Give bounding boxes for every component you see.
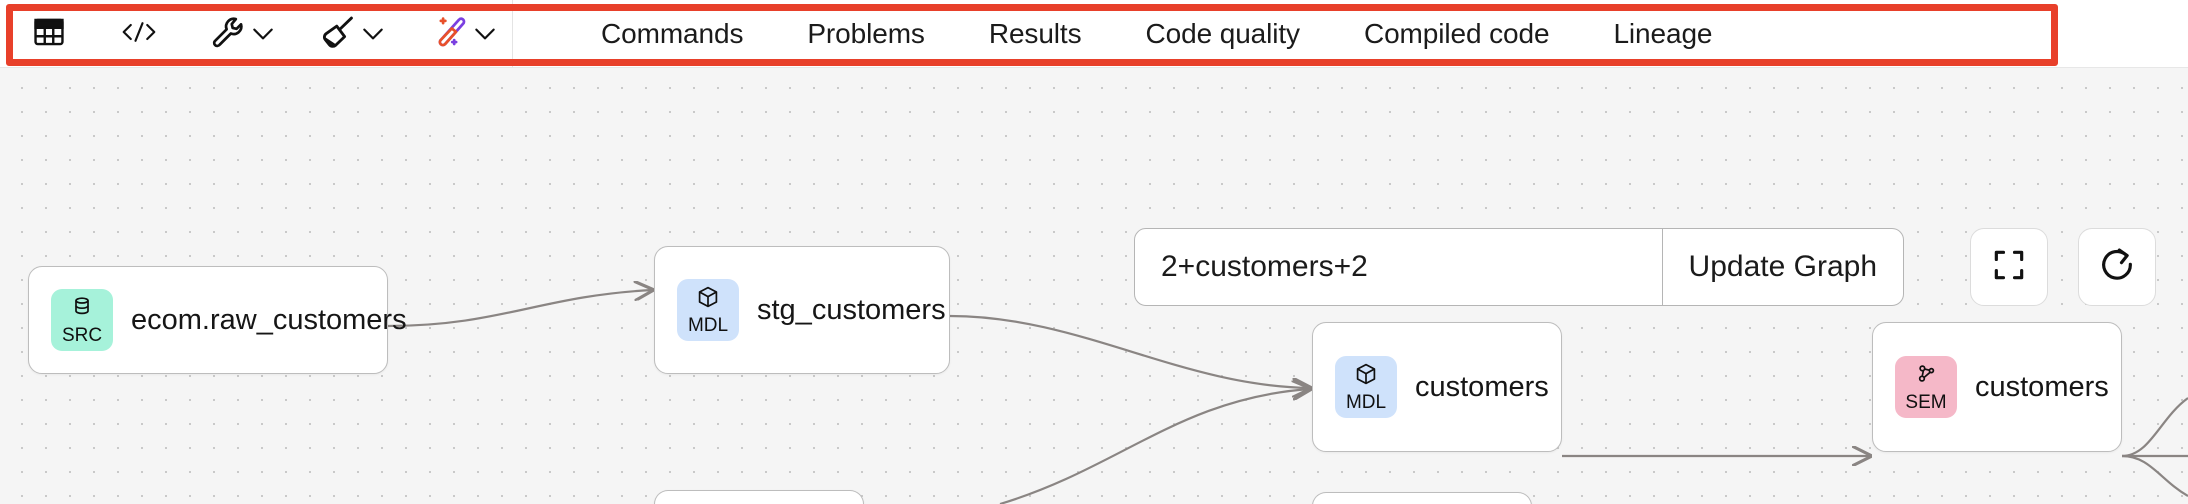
lineage-canvas[interactable]: SRC ecom.raw_customers MDL stg_customers — [0, 68, 2188, 504]
code-icon — [119, 17, 159, 50]
semantic-icon — [1914, 362, 1938, 391]
wrench-chevron-down-icon[interactable] — [248, 11, 278, 57]
tab-code-quality[interactable]: Code quality — [1145, 17, 1301, 49]
node-title: ecom.raw_customers — [131, 303, 407, 336]
code-icon-button[interactable] — [116, 11, 162, 57]
node-title: stg_customers — [757, 293, 946, 326]
node-badge-label: SEM — [1905, 392, 1947, 413]
lineage-node-partial-bottom-right[interactable] — [1312, 492, 1532, 504]
broom-chevron-down-icon[interactable] — [358, 11, 388, 57]
wrench-icon — [210, 14, 246, 53]
magic-chevron-down-icon[interactable] — [470, 11, 500, 57]
reset-graph-button[interactable] — [2078, 228, 2156, 306]
tab-compiled-code[interactable]: Compiled code — [1363, 17, 1550, 49]
fit-screen-button[interactable] — [1970, 228, 2048, 306]
panel-tabs: Commands Problems Results Code quality C… — [527, 0, 1744, 68]
refresh-icon — [2097, 245, 2137, 290]
toolbar-divider — [512, 0, 513, 68]
broom-icon — [319, 13, 357, 54]
database-icon — [70, 295, 94, 324]
node-badge-label: MDL — [1345, 392, 1387, 413]
graph-expression-input[interactable] — [1135, 229, 1662, 305]
magic-wand-icon — [432, 14, 468, 53]
lineage-node-stg-customers[interactable]: MDL stg_customers — [654, 246, 950, 374]
node-badge-label: SRC — [61, 325, 103, 346]
tab-commands[interactable]: Commands — [601, 17, 744, 49]
editor-toolbar: Commands Problems Results Code quality C… — [0, 0, 2188, 68]
tab-problems[interactable]: Problems — [807, 17, 925, 49]
table-icon-button[interactable] — [26, 11, 72, 57]
lineage-node-raw-customers[interactable]: SRC ecom.raw_customers — [28, 266, 407, 374]
cube-icon — [1354, 362, 1378, 391]
node-title: customers — [1415, 370, 1549, 403]
magic-wand-icon-button[interactable] — [430, 11, 470, 57]
lineage-node-partial-bottom-left[interactable] — [654, 490, 864, 504]
node-title: customers — [1975, 370, 2109, 403]
update-graph-button[interactable]: Update Graph — [1661, 229, 1903, 305]
table-icon — [32, 15, 66, 52]
wrench-icon-button[interactable] — [208, 11, 248, 57]
node-badge-sem: SEM — [1895, 356, 1957, 418]
cube-icon — [696, 285, 720, 314]
node-badge-mdl: MDL — [677, 279, 739, 341]
node-badge-src: SRC — [51, 289, 113, 351]
node-badge-label: MDL — [687, 315, 729, 336]
tab-lineage[interactable]: Lineage — [1613, 17, 1713, 49]
graph-expression-control: Update Graph — [1134, 228, 1904, 306]
lineage-node-customers-semantic[interactable]: SEM customers — [1872, 322, 2122, 452]
lineage-node-customers-model[interactable]: MDL customers — [1312, 322, 1562, 452]
node-badge-mdl: MDL — [1335, 356, 1397, 418]
tab-results[interactable]: Results — [988, 17, 1082, 49]
tool-button-group — [0, 0, 527, 68]
broom-icon-button[interactable] — [318, 11, 358, 57]
fit-screen-icon — [1990, 246, 2028, 289]
